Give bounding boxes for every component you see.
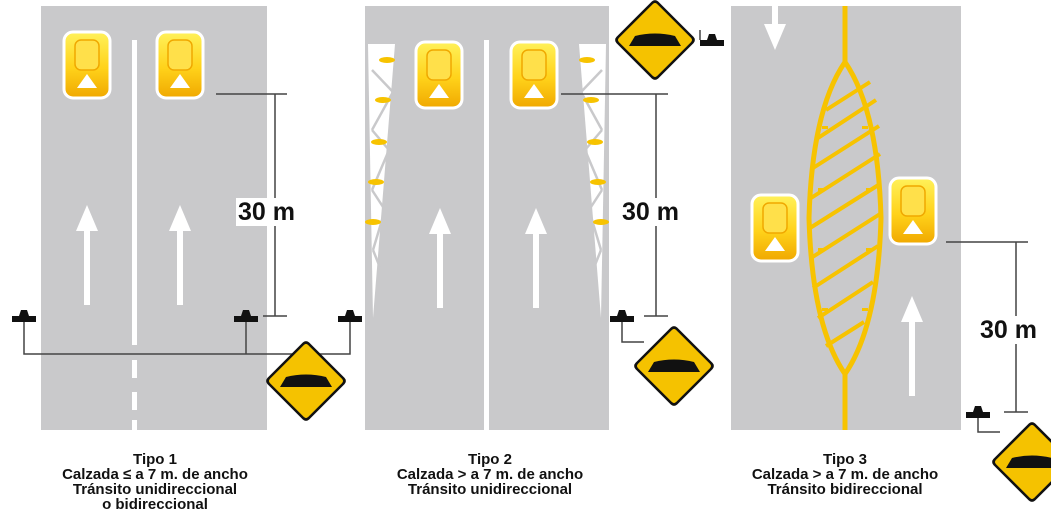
caption-line: Tránsito unidireccional xyxy=(407,481,573,498)
speed-bump-marker-icon xyxy=(750,193,800,263)
caption-title: Tipo 2 xyxy=(468,451,512,468)
speed-bump-marker-icon xyxy=(155,30,205,100)
panel-tipo-2 xyxy=(365,0,724,430)
speed-bump-warning-sign-icon xyxy=(613,0,697,82)
speed-bump-warning-sign-icon xyxy=(990,420,1051,504)
panel-tipo-3 xyxy=(731,0,1051,504)
post-icon xyxy=(610,310,634,322)
distance-label-tipo-3: 30 m xyxy=(978,316,1039,344)
speed-bump-warning-sign-icon xyxy=(632,324,716,408)
distance-label-tipo-1: 30 m xyxy=(236,198,297,226)
caption-tipo-2: Tipo 2 Calzada > a 7 m. de ancho Tránsit… xyxy=(345,452,635,497)
speed-bump-marker-icon xyxy=(62,30,112,100)
caption-line: Calzada > a 7 m. de ancho xyxy=(751,466,939,483)
yellow-median-reflectors xyxy=(818,126,872,311)
panel-tipo-1 xyxy=(12,6,362,430)
caption-title: Tipo 1 xyxy=(133,451,177,468)
right-hatched-island xyxy=(579,44,609,318)
caption-line: Calzada > a 7 m. de ancho xyxy=(396,466,584,483)
center-dashes xyxy=(132,360,137,430)
post-icon xyxy=(338,310,362,322)
left-hatched-island xyxy=(365,44,395,318)
center-line xyxy=(132,40,137,345)
caption-line: Tránsito bidireccional xyxy=(767,481,923,498)
speed-bump-marker-icon xyxy=(414,40,464,110)
post-icon xyxy=(966,406,990,418)
caption-tipo-3: Tipo 3 Calzada > a 7 m. de ancho Tránsit… xyxy=(700,452,990,497)
guide-line xyxy=(23,316,351,355)
caption-line: Calzada ≤ a 7 m. de ancho xyxy=(62,466,248,483)
guide-line xyxy=(977,412,1000,433)
center-line xyxy=(484,40,489,430)
distance-label-tipo-2: 30 m xyxy=(620,198,681,226)
post-icon xyxy=(700,34,724,46)
caption-title: Tipo 3 xyxy=(823,451,867,468)
caption-tipo-1: Tipo 1 Calzada ≤ a 7 m. de ancho Tránsit… xyxy=(10,452,300,512)
speed-bump-marker-icon xyxy=(888,176,938,246)
guide-line xyxy=(621,30,701,343)
caption-line: o bidireccional xyxy=(102,496,208,513)
caption-line: Tránsito unidireccional xyxy=(72,481,238,498)
speed-bump-marker-icon xyxy=(509,40,559,110)
post-icon xyxy=(12,310,36,322)
